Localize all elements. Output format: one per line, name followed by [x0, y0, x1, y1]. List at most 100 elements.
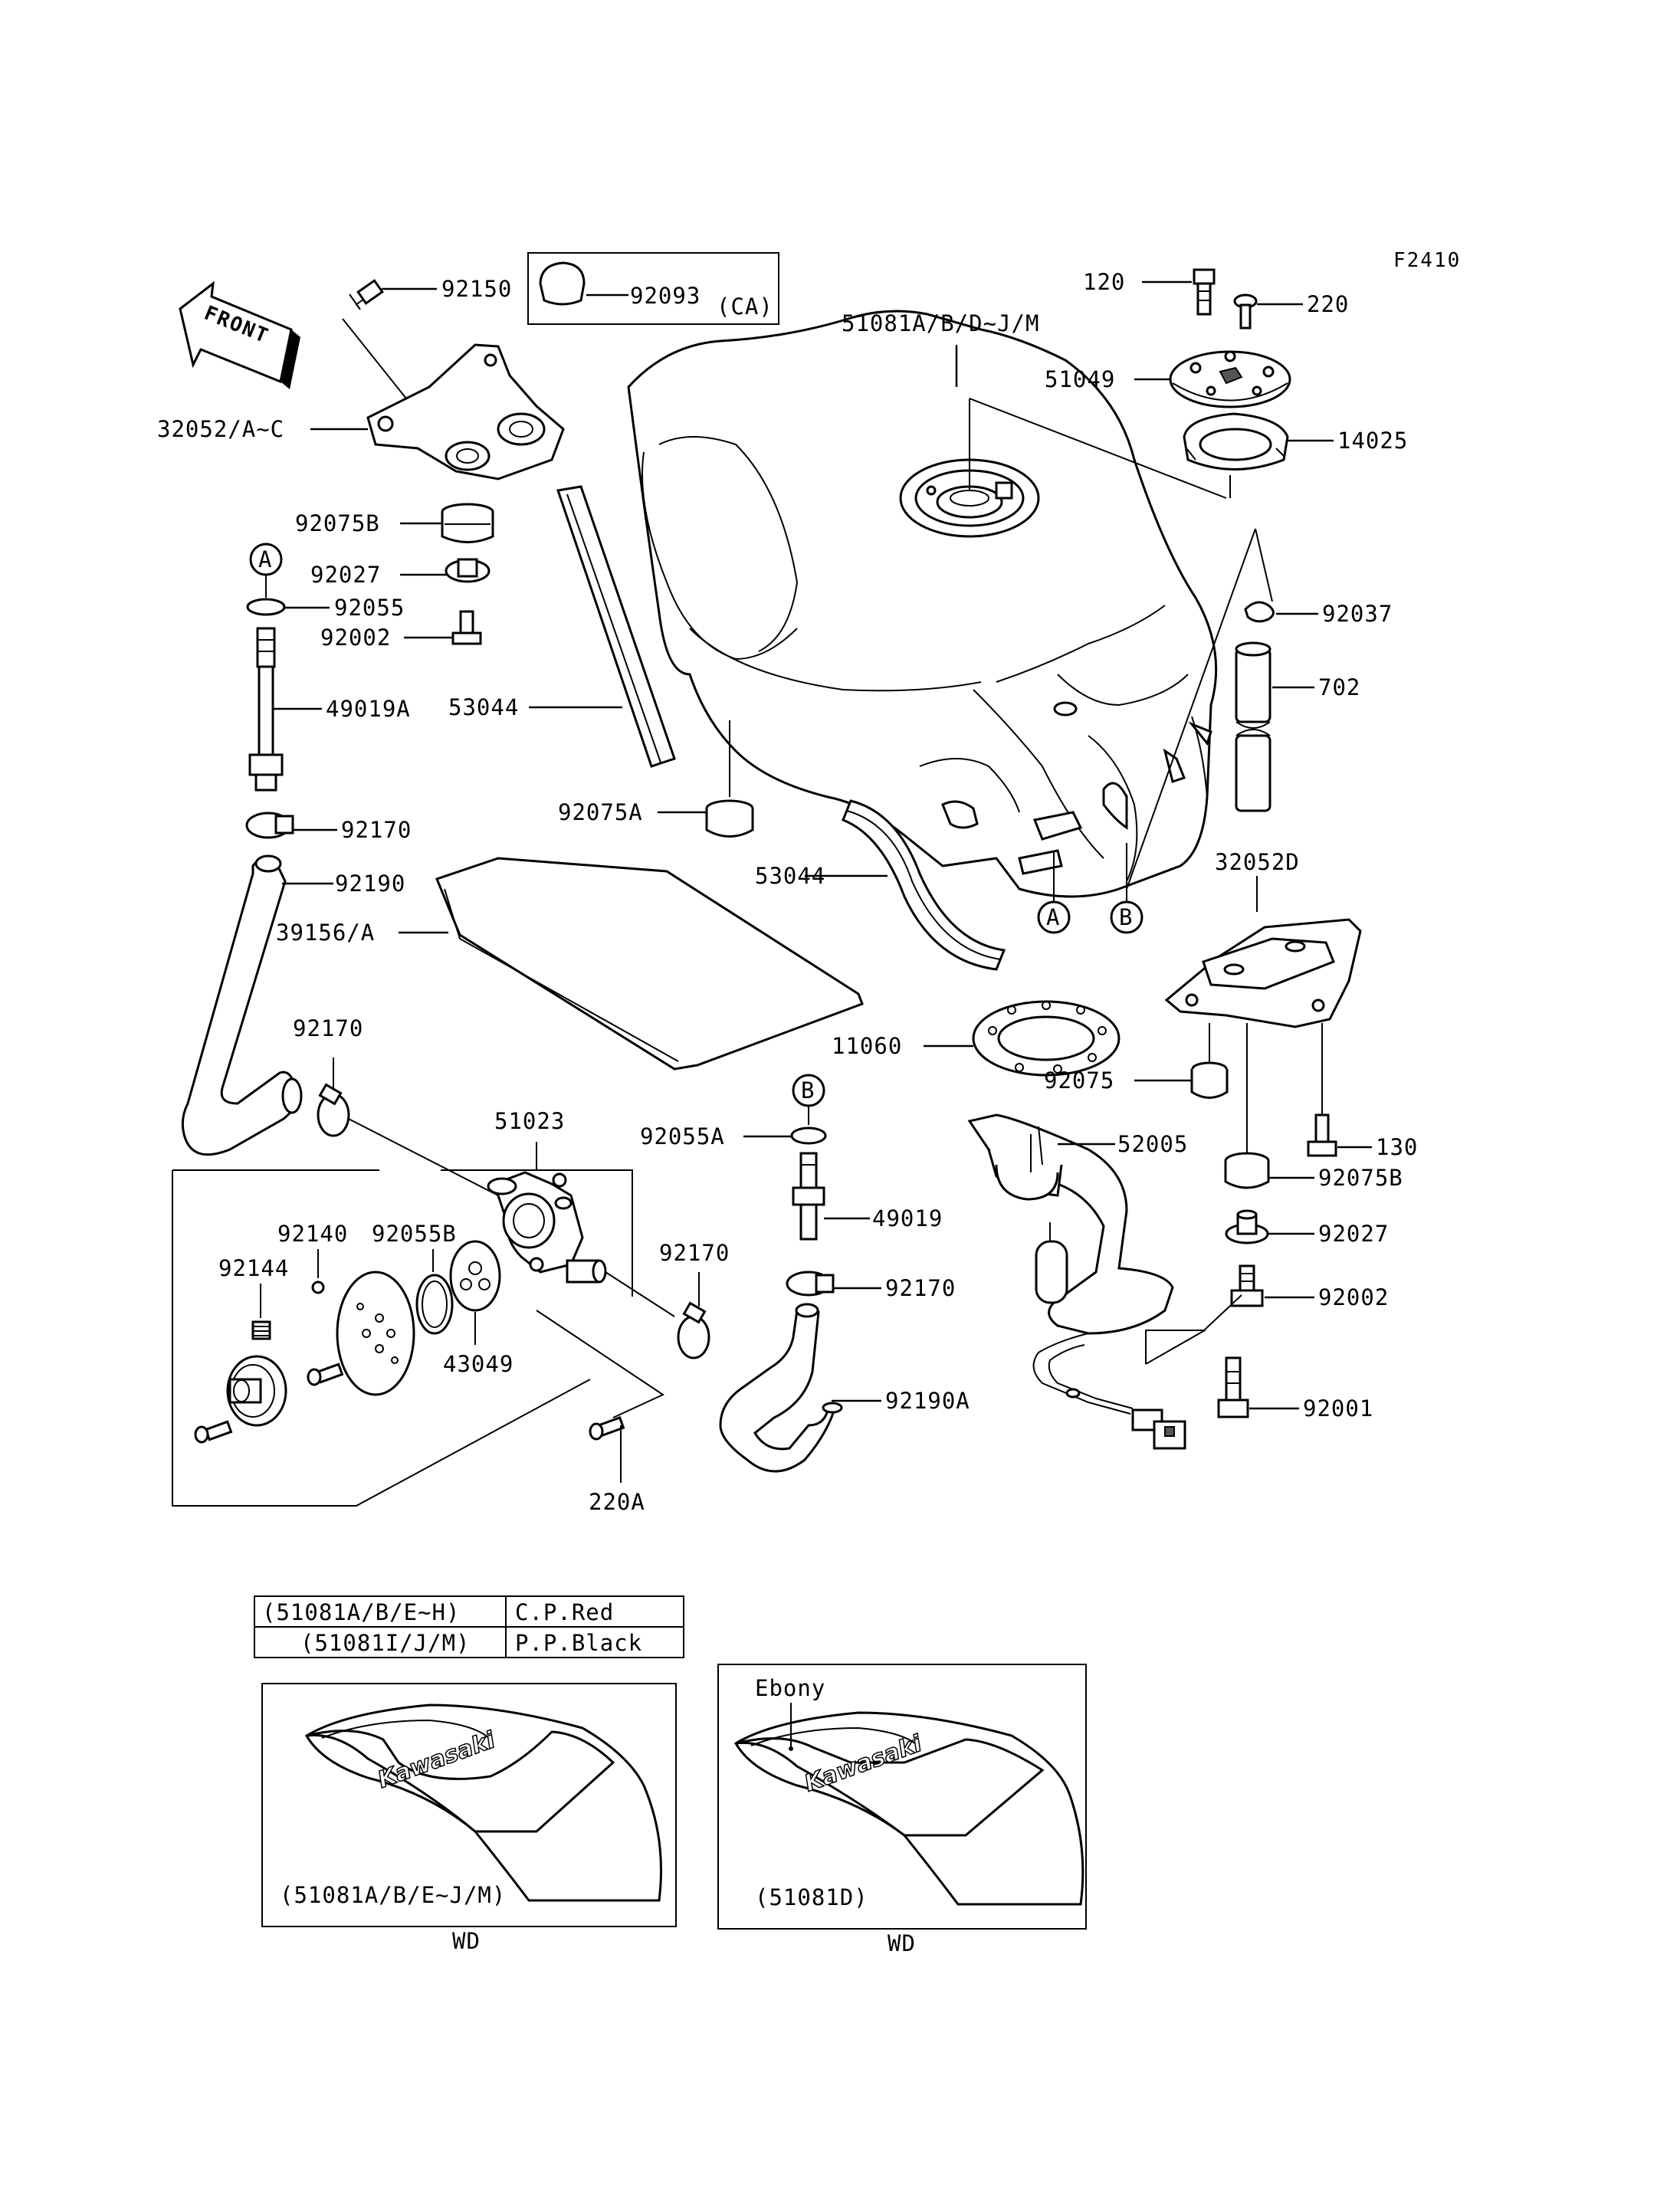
hose-92190-icon — [181, 854, 303, 1156]
screw-left-icon — [194, 1420, 233, 1444]
label-92170-left: 92170 — [293, 1015, 363, 1041]
figure-code: F2410 — [1393, 249, 1461, 272]
drain-pipe-49019-icon — [792, 1152, 825, 1241]
bolt-120-icon — [1193, 268, 1216, 316]
label-53044-top: 53044 — [448, 694, 519, 720]
label-92075b-top: 92075B — [295, 510, 380, 536]
gasket-11060-icon — [972, 1000, 1121, 1077]
spring-92144-icon — [251, 1320, 271, 1340]
label-32052-a-c: 32052/A~C — [157, 416, 284, 442]
label-92170-top: 92170 — [341, 817, 412, 843]
label-92170-mid: 92170 — [659, 1240, 730, 1266]
screw-220a-icon — [589, 1416, 625, 1441]
cap-51049-icon — [1169, 350, 1291, 408]
label-92150: 92150 — [441, 276, 512, 302]
bolt-92002-right-icon — [1230, 1264, 1264, 1307]
reference-circle-a-tank — [1037, 900, 1071, 934]
label-14025: 14025 — [1337, 428, 1408, 454]
reference-circle-b-tank — [1110, 900, 1144, 934]
label-92140: 92140 — [277, 1221, 348, 1247]
label-92075a: 92075A — [558, 799, 643, 825]
label-220a: 220A — [589, 1489, 645, 1515]
label-circle-b-tank: B — [1119, 904, 1133, 930]
cap-gasket-14025-icon — [1183, 412, 1289, 471]
bolt-92150-icon — [349, 279, 384, 310]
label-130: 130 — [1376, 1134, 1418, 1160]
label-92001: 92001 — [1303, 1395, 1373, 1421]
box-92093 — [527, 252, 779, 325]
panel-2-caption: (51081D) — [755, 1884, 868, 1910]
label-92170-low: 92170 — [885, 1275, 956, 1301]
rubber-damper-92075b-icon — [441, 503, 494, 543]
label-92093: 92093 — [630, 283, 701, 309]
label-92075: 92075 — [1044, 1067, 1114, 1094]
label-92027-right: 92027 — [1318, 1221, 1389, 1247]
label-92144: 92144 — [218, 1255, 289, 1281]
color-table-color-1: C.P.Red — [515, 1599, 614, 1625]
rubber-strip-53044-top-icon — [556, 485, 676, 768]
label-11060: 11060 — [832, 1033, 902, 1059]
fuel-pump-52005-icon — [967, 1113, 1186, 1450]
label-51081: 51081A/B/D~J/M — [842, 310, 1039, 336]
rubber-damper-92075b-right-icon — [1224, 1152, 1270, 1189]
front-arrow-icon: FRONT — [179, 280, 300, 389]
label-circle-b-mid: B — [801, 1077, 815, 1103]
label-702: 702 — [1318, 674, 1360, 700]
label-51049: 51049 — [1045, 366, 1115, 392]
bracket-32052d-icon — [1164, 918, 1362, 1028]
label-92190a: 92190A — [885, 1388, 970, 1414]
panel-2-sublabel: WD — [888, 1930, 916, 1956]
hose-92190a-icon — [719, 1303, 843, 1473]
grommet-92093-icon — [539, 261, 586, 306]
label-circle-a-top: A — [258, 546, 272, 572]
label-92055b: 92055B — [372, 1221, 457, 1247]
fuel-tank-icon — [627, 310, 1218, 898]
label-52005: 52005 — [1117, 1131, 1188, 1157]
knob-icon — [226, 1355, 287, 1427]
panel-1-sublabel: WD — [452, 1928, 481, 1954]
label-circle-a-tank: A — [1046, 904, 1060, 930]
o-ring-92055-icon — [246, 598, 286, 616]
bolt-92002-icon — [451, 610, 482, 645]
color-table-color-2: P.P.Black — [515, 1630, 642, 1656]
label-49019: 49019 — [872, 1205, 943, 1231]
rubber-damper-92075-icon — [1190, 1061, 1229, 1099]
color-table-models-2: (51081I/J/M) — [300, 1630, 471, 1656]
label-51023: 51023 — [494, 1108, 565, 1134]
rubber-strip-53044-mid-icon — [842, 799, 1006, 971]
decal-panel-2: Kawasaki Ebony (51081D) WD — [717, 1664, 1087, 1956]
screw-220-icon — [1233, 293, 1258, 330]
clip-92037-icon — [1244, 601, 1275, 623]
panel-2-note: Ebony — [755, 1675, 825, 1701]
label-92190: 92190 — [335, 871, 405, 897]
label-39156-a: 39156/A — [276, 920, 375, 946]
diaphragm-43049-icon — [449, 1240, 501, 1312]
label-92093-note: (CA) — [717, 293, 773, 320]
clamp-92170-low-icon — [786, 1271, 835, 1297]
bolt-92001-icon — [1217, 1356, 1249, 1418]
color-table: (51081A/B/E~H) C.P.Red (51081I/J/M) P.P.… — [254, 1595, 684, 1658]
pad-39156-icon — [435, 857, 864, 1071]
label-49019a: 49019A — [326, 696, 411, 722]
label-32052d: 32052D — [1215, 849, 1300, 875]
label-92055a: 92055A — [640, 1123, 725, 1149]
collar-92027-icon — [445, 558, 491, 583]
label-120: 120 — [1083, 269, 1125, 295]
collar-92027-right-icon — [1225, 1209, 1269, 1244]
decal-panel-1: Kawasaki (51081A/B/E~J/M) WD — [261, 1683, 677, 1954]
label-92027-top: 92027 — [310, 562, 381, 588]
o-ring-92055a-icon — [790, 1126, 827, 1145]
fuel-cock-body-icon — [487, 1171, 607, 1284]
label-92075b-right: 92075B — [1318, 1165, 1403, 1191]
panel-1-caption: (51081A/B/E~J/M) — [280, 1882, 506, 1908]
clamp-92170-top-icon — [245, 812, 294, 839]
clamp-92170-mid-icon — [677, 1301, 710, 1359]
bracket-32052-icon — [366, 343, 565, 480]
clamp-92170-left-icon — [317, 1083, 350, 1137]
drain-pipe-49019a-icon — [248, 627, 284, 792]
rubber-damper-92075a-icon — [705, 799, 754, 838]
label-220: 220 — [1307, 291, 1349, 317]
plate-diaphragm-icon — [336, 1271, 415, 1396]
